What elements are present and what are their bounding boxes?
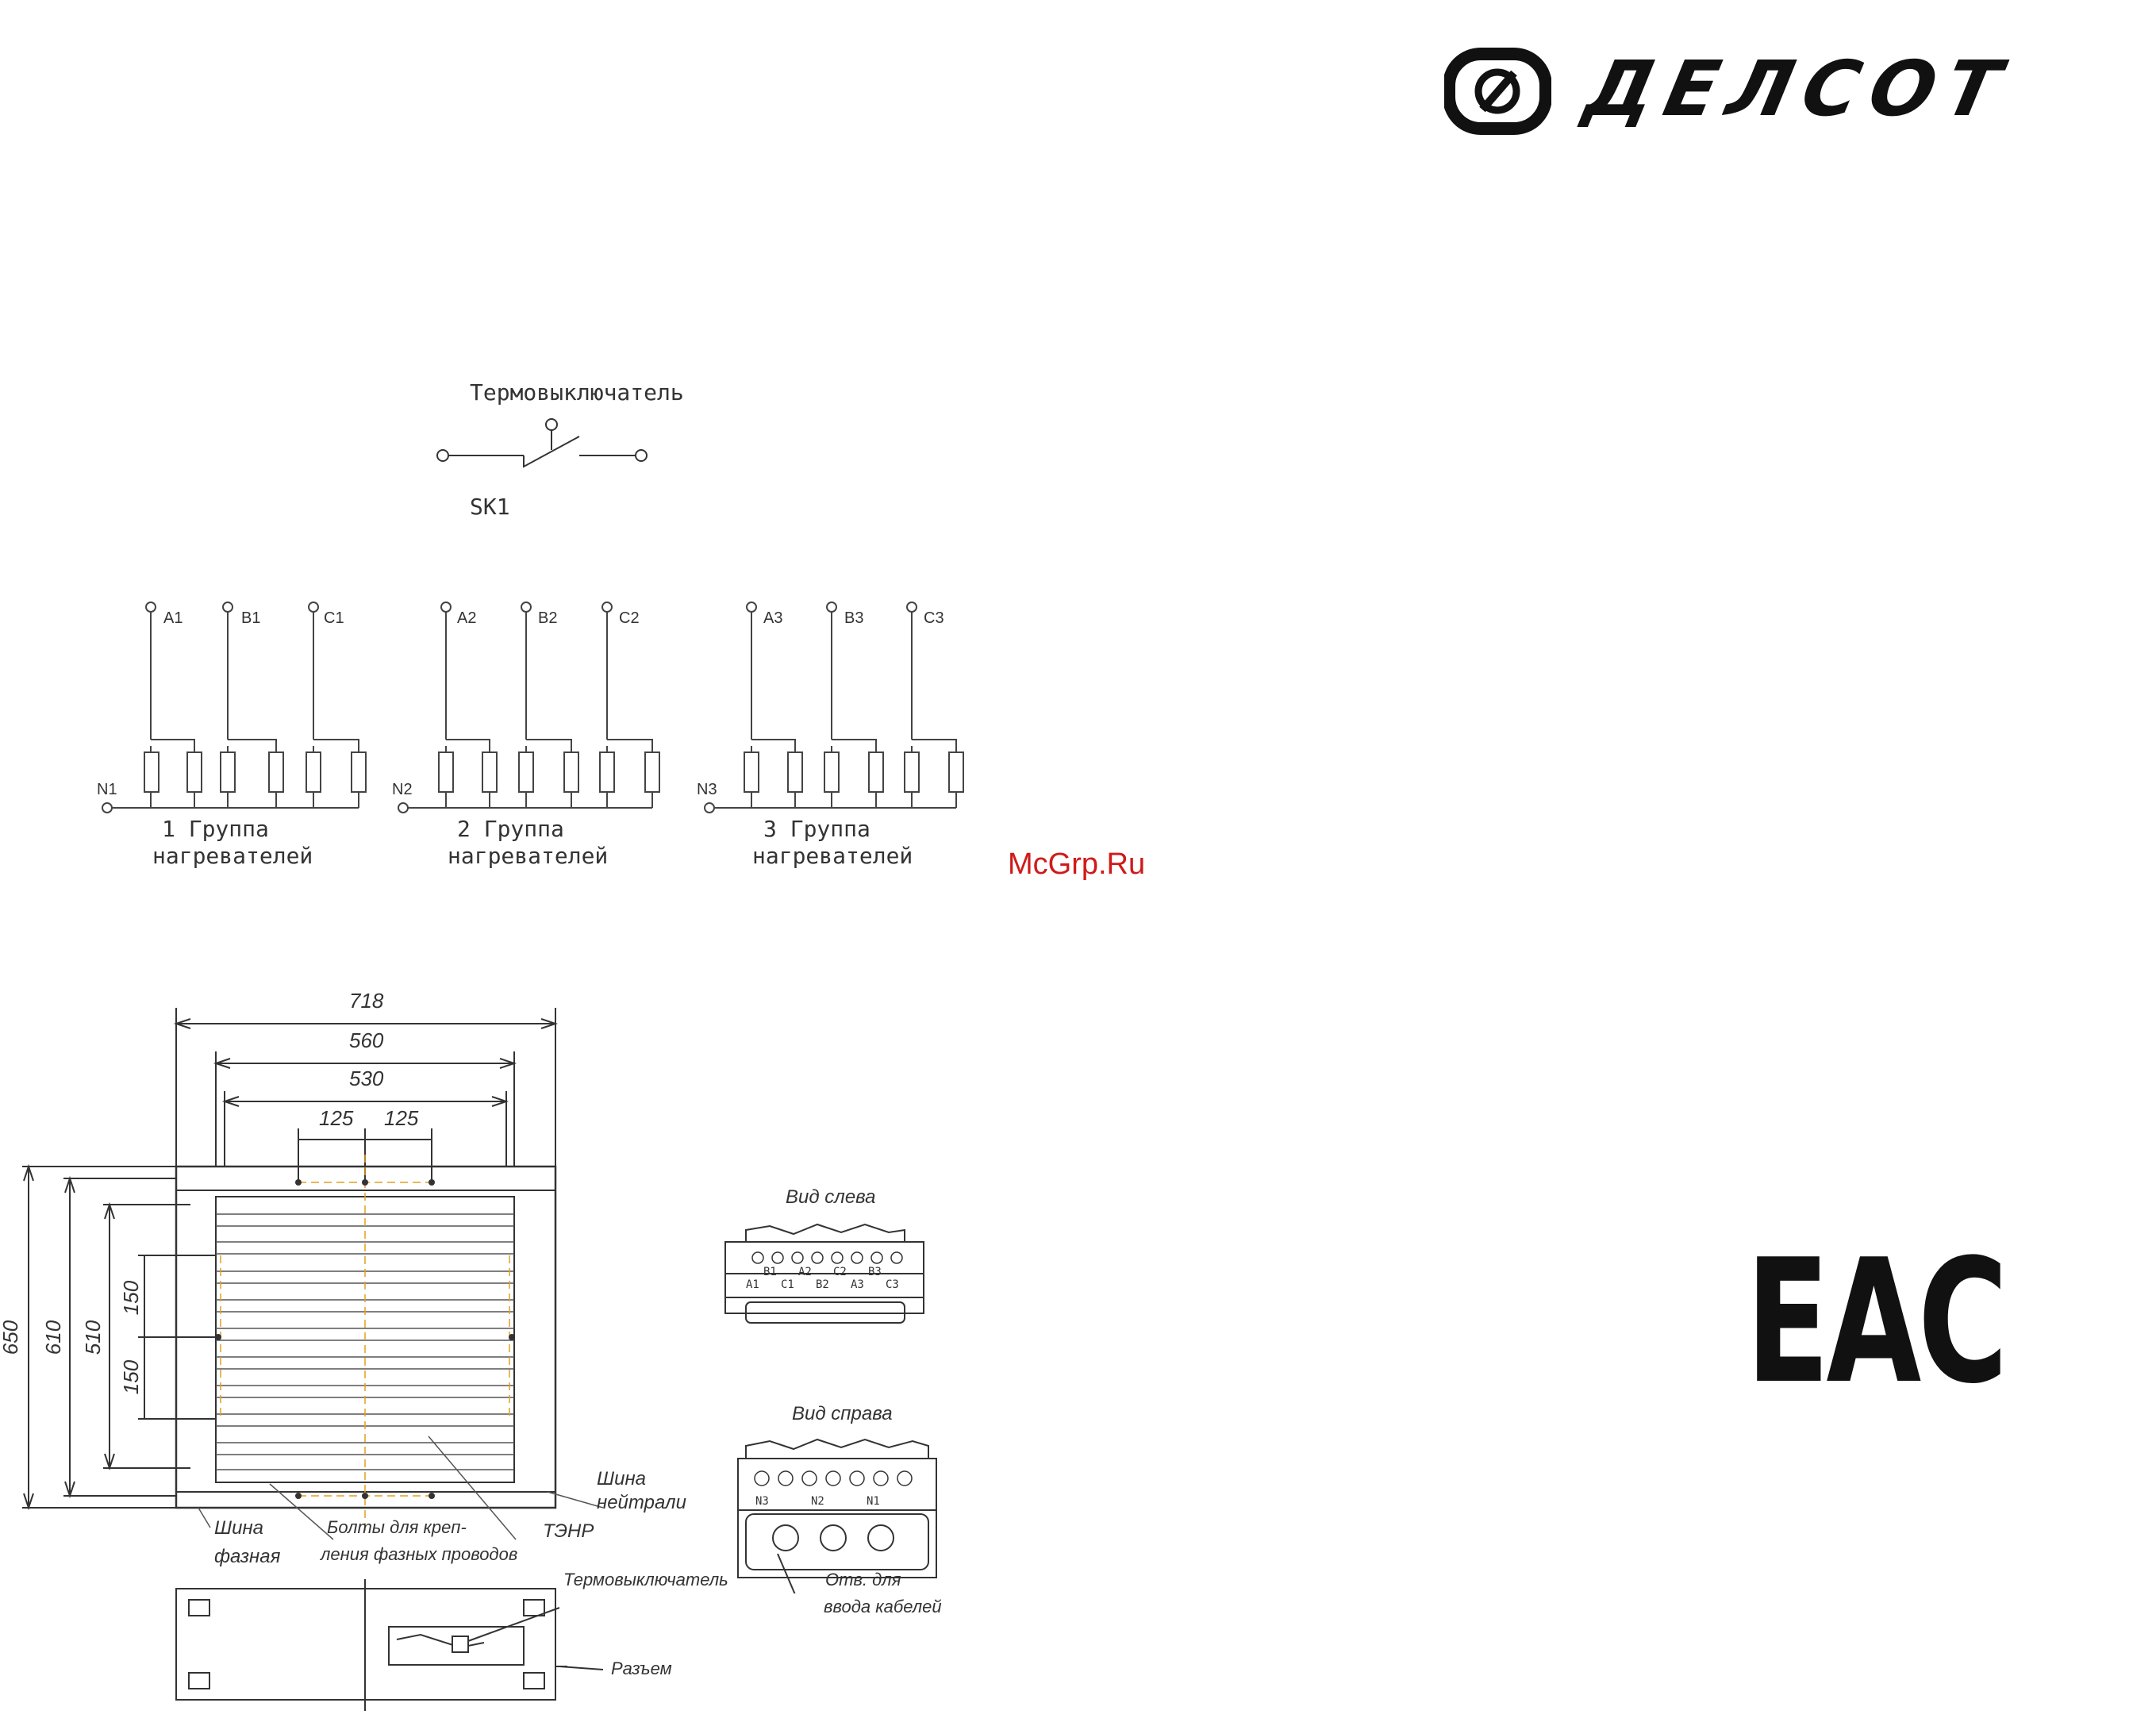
left-terminal-c3: C3 (886, 1278, 899, 1291)
right-side-view: Вид справа N3 N2 N1 Отв. для ввода кабел… (722, 1403, 984, 1625)
neutral-bus-label-1: Шина (597, 1468, 646, 1489)
front-view-canvas (22, 1008, 604, 1540)
left-side-view: Вид слева A1 B1 C1 A2 B2 C2 A3 B3 C3 (714, 1186, 952, 1353)
heater-group-2 (398, 602, 660, 813)
bolts-label-1: Болты для креп- (327, 1517, 467, 1537)
phase-bus-label-2: фазная (214, 1546, 281, 1567)
phase-bus-label-1: Шина (214, 1517, 263, 1539)
thermostat-callout: Термовыключатель (563, 1570, 728, 1589)
thermostat-title: Термовыключатель (470, 379, 684, 406)
view-left-title: Вид слева (786, 1186, 876, 1208)
left-terminal-b1: B1 (763, 1266, 777, 1278)
thermostat-switch-symbol (436, 418, 648, 468)
right-view-canvas (737, 1438, 937, 1593)
dim-510: 510 (81, 1320, 106, 1355)
wiring-schematic: Термовыключатель SK1 A1 B1 C1 N1 1 Групп… (95, 373, 976, 873)
right-terminal-n1: N1 (867, 1495, 880, 1508)
group-3-caption-line1: 3 Группа (763, 816, 870, 842)
left-terminal-b3: B3 (868, 1266, 882, 1278)
thermostat-id: SK1 (470, 494, 510, 520)
dim-150-top: 150 (119, 1280, 144, 1316)
connector-callout: Разъем (611, 1659, 672, 1678)
eac-certification-mark: EAC (1746, 1222, 2008, 1421)
watermark-text: McGrp.Ru (1008, 848, 1146, 881)
heater-label: ТЭНР (543, 1520, 594, 1542)
brand-name: ДЕЛСОТ (1578, 44, 2020, 133)
left-terminal-c1: C1 (781, 1278, 794, 1291)
dim-718: 718 (349, 989, 384, 1013)
top-view-canvas (175, 1579, 604, 1711)
schematic-canvas (102, 418, 964, 813)
phase-label-a1: A1 (163, 609, 183, 627)
dim-125-left: 125 (319, 1106, 354, 1130)
front-view-drawing: 718 560 530 125 125 650 610 510 150 150 … (0, 984, 714, 1719)
right-terminal-n3: N3 (755, 1495, 769, 1508)
bolts-label-2: ления фазных проводов (321, 1544, 518, 1564)
neutral-label-n2: N2 (392, 781, 413, 798)
phase-label-c2: C2 (619, 609, 640, 627)
heater-group-1 (102, 602, 367, 813)
cable-hole-label-2: ввода кабелей (824, 1597, 942, 1616)
dim-125-right: 125 (384, 1106, 419, 1130)
phase-label-c3: C3 (924, 609, 944, 627)
cable-hole-label-1: Отв. для (825, 1570, 901, 1589)
phase-label-b2: B2 (538, 609, 558, 627)
left-terminal-c2: C2 (833, 1266, 847, 1278)
view-right-title: Вид справа (792, 1403, 893, 1424)
dim-150-bottom: 150 (119, 1359, 144, 1395)
dim-650: 650 (0, 1320, 23, 1355)
top-view-drawing: Термовыключатель Разъем (159, 1570, 728, 1719)
dim-530: 530 (349, 1067, 384, 1090)
left-terminal-a2: A2 (798, 1266, 812, 1278)
left-terminal-a3: A3 (851, 1278, 864, 1291)
right-terminal-n2: N2 (811, 1495, 824, 1508)
brand-logo: ДЕЛСОТ (1444, 44, 2156, 135)
phase-label-c1: C1 (324, 609, 344, 627)
heater-group-3 (704, 602, 964, 813)
left-view-canvas (724, 1223, 924, 1324)
group-1-caption-line2: нагревателей (152, 843, 313, 869)
neutral-label-n1: N1 (97, 781, 117, 798)
phase-label-b3: B3 (844, 609, 864, 627)
neutral-bus-label-2: нейтрали (597, 1492, 686, 1513)
neutral-label-n3: N3 (697, 781, 717, 798)
left-terminal-b2: B2 (816, 1278, 829, 1291)
group-2-caption-line1: 2 Группа (457, 816, 564, 842)
group-1-caption-line1: 1 Группа (162, 816, 269, 842)
phase-label-a3: A3 (763, 609, 783, 627)
group-2-caption-line2: нагревателей (448, 843, 609, 869)
brand-emblem-icon (1444, 48, 1551, 135)
left-terminal-a1: A1 (746, 1278, 759, 1291)
dim-560: 560 (349, 1028, 384, 1052)
phase-label-a2: A2 (457, 609, 477, 627)
dim-610: 610 (41, 1320, 66, 1355)
phase-label-b1: B1 (241, 609, 261, 627)
group-3-caption-line2: нагревателей (752, 843, 913, 869)
